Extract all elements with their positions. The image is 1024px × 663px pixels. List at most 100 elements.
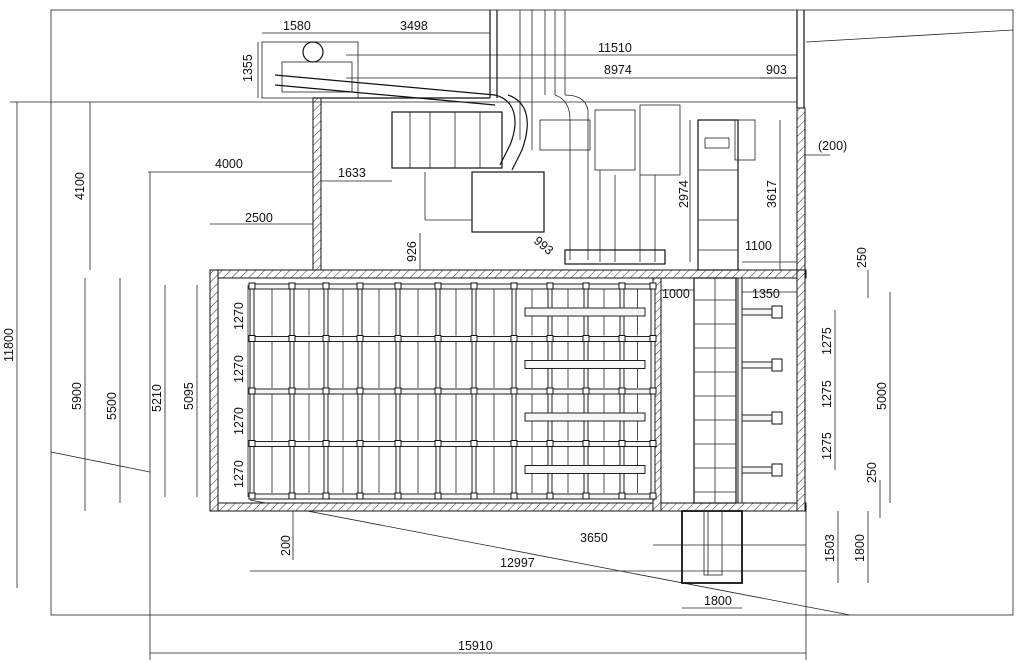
actuator-arm: [741, 361, 773, 369]
rack-beam: [251, 441, 654, 447]
rack-post: [248, 492, 256, 500]
rack-post: [618, 492, 626, 500]
rack-post: [394, 440, 402, 447]
rack-shelf: [524, 307, 646, 317]
rack-upright: [395, 446, 401, 494]
actuator-arm: [741, 308, 773, 316]
rack-upright: [249, 393, 255, 441]
dim-1275-b: 1275: [820, 380, 834, 408]
dimension-labels: 1580 3498 11510 1355 8974 903 (200) 4100…: [2, 19, 889, 653]
dim-3498: 3498: [400, 19, 428, 33]
dim-5900: 5900: [70, 382, 84, 410]
rack-post: [649, 282, 657, 290]
rack-post: [546, 440, 554, 447]
rack-post: [434, 440, 442, 447]
dim-250-bottom: 250: [865, 462, 879, 483]
rack-upright: [650, 393, 656, 441]
rack-post: [434, 282, 442, 290]
rack-upright: [511, 288, 517, 336]
rack-post: [248, 440, 256, 447]
dim-5500: 5500: [105, 392, 119, 420]
rack-upright: [435, 393, 441, 441]
rack-post: [288, 440, 296, 447]
rack-post: [546, 492, 554, 500]
rack-post: [582, 335, 590, 342]
rack-upright: [249, 341, 255, 389]
rack-beam: [251, 336, 654, 342]
dim-1800-vertical: 1800: [853, 534, 867, 562]
rack-post: [288, 335, 296, 342]
rack-post: [288, 387, 296, 395]
rack-shelf: [524, 412, 646, 422]
rack-post: [470, 492, 478, 500]
rack-post: [248, 335, 256, 342]
dim-250-top: 250: [855, 247, 869, 268]
dim-11800: 11800: [2, 328, 16, 362]
rack-post: [322, 492, 330, 500]
storage-rack-grid: [248, 282, 657, 500]
rack-post: [322, 387, 330, 395]
rack-post: [470, 440, 478, 447]
rack-post: [546, 335, 554, 342]
rack-post: [649, 387, 657, 395]
rack-post: [618, 335, 626, 342]
rack-upright: [650, 341, 656, 389]
rack-post: [356, 335, 364, 342]
dim-1355: 1355: [241, 54, 255, 82]
dim-1270-row2: 1270: [232, 355, 246, 383]
rack-shelf: [524, 465, 646, 474]
actuator-head: [771, 463, 783, 477]
rack-post: [510, 387, 518, 395]
rack-upright: [435, 341, 441, 389]
dim-903: 903: [766, 63, 787, 77]
rack-upright: [435, 446, 441, 494]
rack-post: [510, 492, 518, 500]
rack-beam: [251, 388, 654, 395]
rack-upright: [357, 341, 363, 389]
dim-8974: 8974: [604, 63, 632, 77]
rack-upright: [395, 393, 401, 441]
rack-upright: [323, 288, 329, 336]
rack-upright: [511, 341, 517, 389]
rack-upright: [289, 393, 295, 441]
rack-upright: [357, 288, 363, 336]
dim-993: 993: [531, 234, 556, 258]
rack-upright: [471, 393, 477, 441]
rack-post: [510, 335, 518, 342]
dim-1270-row3: 1270: [232, 407, 246, 435]
rack-post: [470, 282, 478, 290]
actuator-arm: [741, 414, 773, 422]
rack-upright: [357, 393, 363, 441]
dim-1275-a: 1275: [820, 327, 834, 355]
dim-15910: 15910: [458, 639, 493, 653]
dim-1270-row1: 1270: [232, 302, 246, 330]
dim-926: 926: [405, 241, 419, 262]
rack-post: [248, 282, 256, 290]
rack-upright: [471, 288, 477, 336]
rack-post: [356, 440, 364, 447]
rack-upright: [511, 393, 517, 441]
rack-upright: [511, 446, 517, 494]
rack-upright: [650, 288, 656, 336]
dim-5095: 5095: [182, 382, 196, 410]
dim-200-paren: (200): [818, 139, 847, 153]
rack-shelf: [524, 360, 646, 369]
dim-3617: 3617: [765, 180, 779, 208]
rack-post: [434, 387, 442, 395]
top-conveyor: [261, 10, 589, 260]
rack-post: [394, 387, 402, 395]
rack-upright: [289, 446, 295, 494]
rack-upright: [249, 446, 255, 494]
rack-post: [434, 335, 442, 342]
rack-upright: [395, 341, 401, 389]
rack-upright: [323, 446, 329, 494]
rack-post: [322, 440, 330, 447]
dim-2974: 2974: [677, 180, 691, 208]
dim-1270-row4: 1270: [232, 460, 246, 488]
rack-post: [618, 282, 626, 290]
dim-4000: 4000: [215, 157, 243, 171]
rack-post: [356, 282, 364, 290]
dim-200: 200: [279, 535, 293, 556]
